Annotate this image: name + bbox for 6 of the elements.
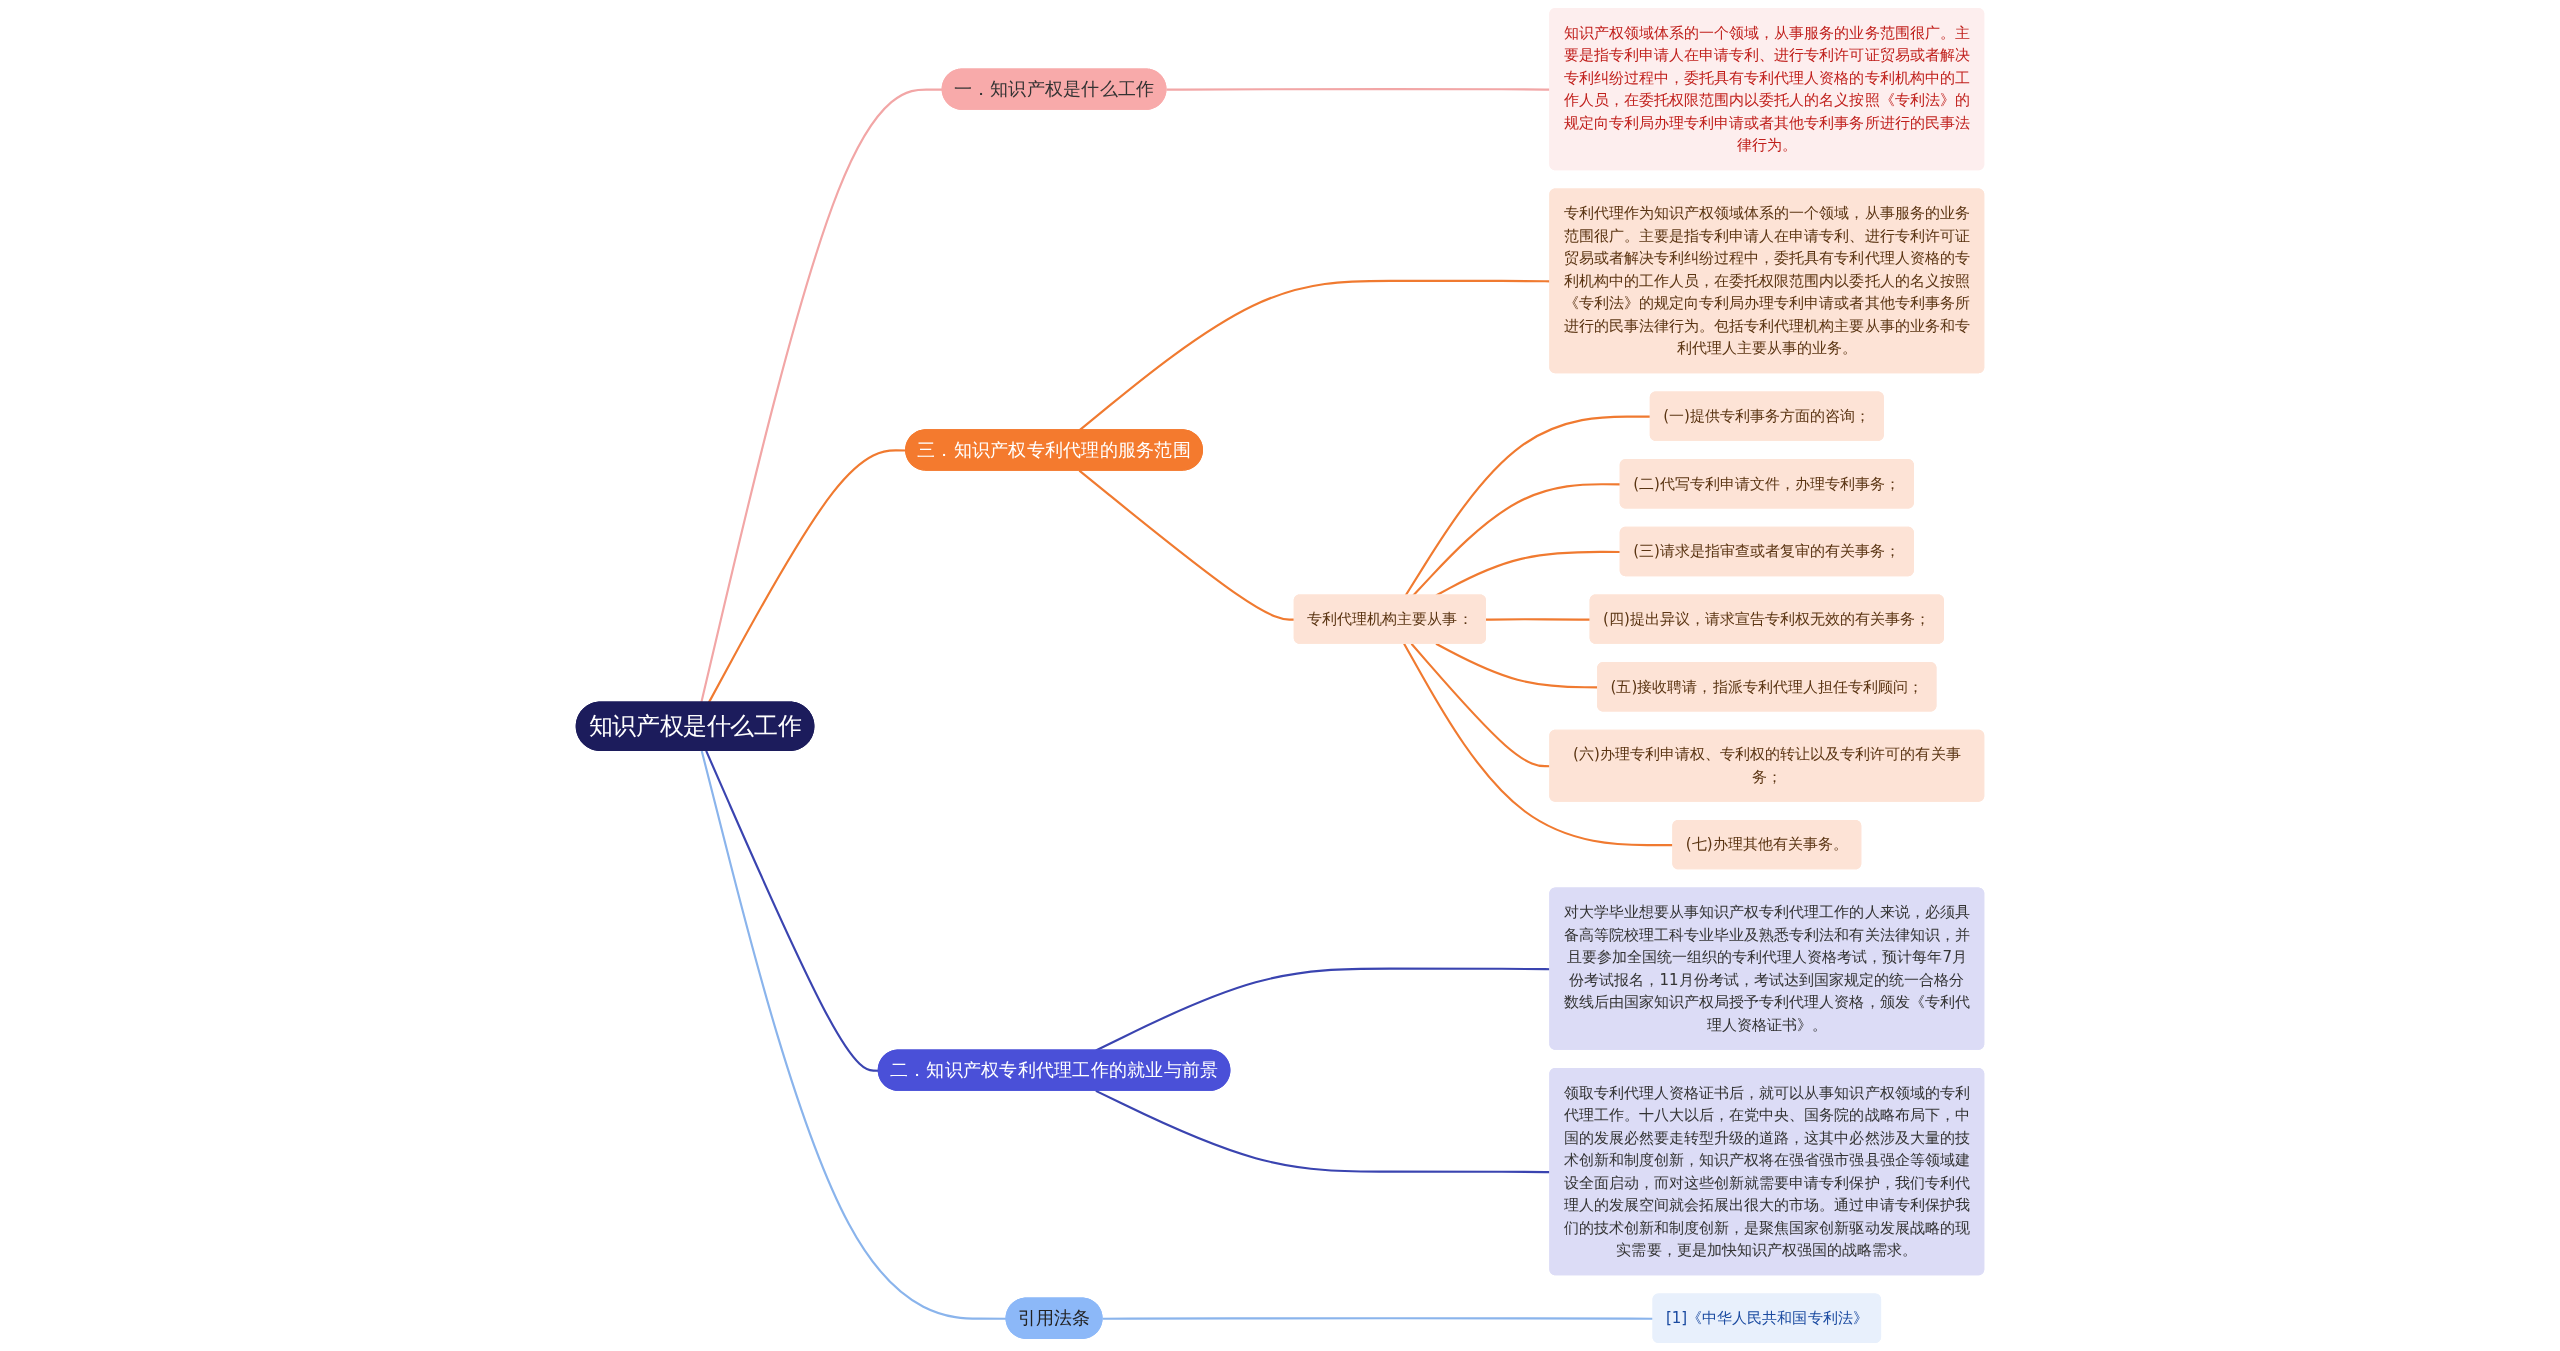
connector (700, 750, 1007, 1320)
connector (705, 750, 879, 1072)
connector (1102, 1317, 1654, 1320)
connector (700, 88, 943, 703)
connector (1485, 618, 1591, 621)
connector (1078, 469, 1295, 621)
